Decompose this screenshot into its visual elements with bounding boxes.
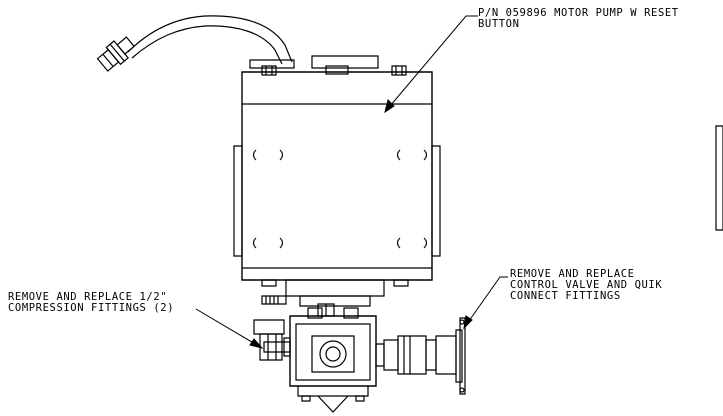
pump-part-callout: P/N 059896 MOTOR PUMP W RESET BUTTON [478, 8, 679, 30]
leader-lines [196, 16, 508, 348]
motor-housing [234, 72, 440, 280]
pump-head [290, 308, 376, 412]
pump-leader [385, 16, 478, 112]
compression-fittings-callout: REMOVE AND REPLACE 1/2" COMPRESSION FITT… [8, 292, 174, 314]
hose [128, 16, 292, 62]
control-valve-callout: REMOVE AND REPLACE CONTROL VALVE AND QUI… [510, 269, 662, 302]
control-valve-fitting [376, 318, 465, 394]
left-compression-fitting [254, 320, 290, 360]
valve-callout-line1: REMOVE AND REPLACE [510, 268, 635, 280]
compression-callout-line1: REMOVE AND REPLACE 1/2" [8, 291, 168, 303]
hose-connector [96, 16, 292, 73]
motor-base [262, 280, 408, 316]
mounting-marks [254, 150, 427, 248]
pump-callout-line1: P/N 059896 MOTOR PUMP W RESET [478, 7, 679, 19]
frame-edge [716, 126, 723, 230]
compression-callout-line2: COMPRESSION FITTINGS (2) [8, 302, 175, 314]
motor-top-cap [250, 56, 406, 75]
pump-callout-line2: BUTTON [478, 18, 520, 30]
compression-leader [196, 309, 262, 348]
valve-callout-line2: CONTROL VALVE AND QUIK [510, 279, 663, 291]
hose-fitting [96, 33, 138, 73]
valve-leader [464, 277, 508, 328]
valve-callout-line3: CONNECT FITTINGS [510, 290, 621, 302]
